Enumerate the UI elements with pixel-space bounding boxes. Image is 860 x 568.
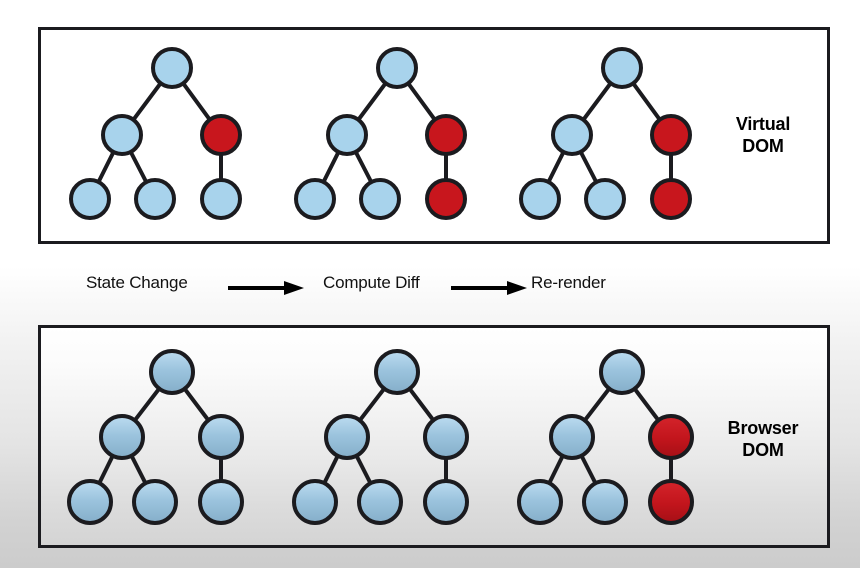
arrow-right-icon <box>228 281 304 295</box>
flow-step-compute-diff: Compute Diff <box>323 273 420 292</box>
flow-row: State Change Compute Diff Re-render <box>38 272 678 308</box>
flow-step-state-change: State Change <box>86 273 188 292</box>
flow-step-re-render: Re-render <box>531 273 606 292</box>
arrow-right-icon <box>451 281 527 295</box>
panel-label-virtual-dom: Virtual DOM <box>735 114 791 156</box>
panel-label-browser-dom: Browser DOM <box>727 418 799 460</box>
